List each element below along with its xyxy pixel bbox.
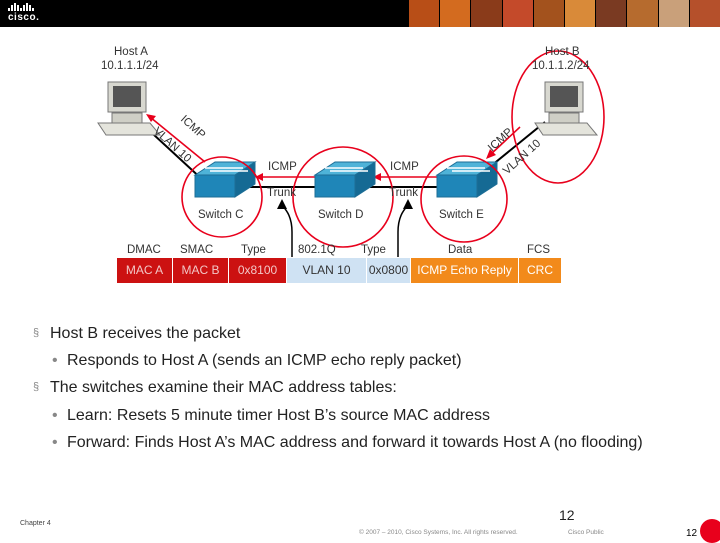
switch-d-label: Switch D [318, 209, 363, 221]
copyright-text: © 2007 – 2010, Cisco Systems, Inc. All r… [359, 529, 518, 536]
header-photo [501, 0, 533, 27]
frame-header-smac: SMAC [180, 244, 214, 256]
arrow-switch-e-to-switch-d [373, 173, 445, 181]
sub-bullet-mark: • [52, 407, 58, 424]
link-c-d-icmp-label: ICMP [268, 161, 297, 173]
sub-bullet-mark: • [52, 434, 58, 451]
header-photo [408, 0, 440, 27]
frame-cell-data: ICMP Echo Reply [411, 258, 519, 283]
bullet-mark: § [33, 381, 40, 393]
header-photo [439, 0, 471, 27]
link-a-icmp-label: ICMP [178, 113, 208, 141]
cisco-bars-icon [8, 3, 39, 11]
header-photo [470, 0, 502, 27]
header-photo-strip [408, 0, 720, 27]
frame-cell-type2: 0x0800 [367, 258, 411, 283]
network-diagram: Host A 10.1.1.1/24 Host B 10.1.1.2/24 IC… [97, 46, 605, 257]
arrow-switch-c-to-host-a [146, 114, 206, 163]
frame-header-type2: Type [361, 244, 386, 256]
link-b-vlan-label: VLAN 10 [501, 138, 543, 178]
classification-text: Cisco Public [568, 529, 604, 536]
cisco-logo: cisco. [8, 3, 39, 23]
header-photo [532, 0, 565, 27]
dot1q-pointer-line-right [397, 204, 409, 257]
link-d-e-icmp-label: ICMP [390, 161, 419, 173]
switch-c-icon [193, 161, 257, 198]
host-b-computer-icon [534, 81, 599, 136]
frame-header-type: Type [241, 244, 266, 256]
sub-bullet-text: Responds to Host A (sends an ICMP echo r… [67, 352, 462, 369]
switch-e-icon [435, 161, 499, 198]
cisco-wordmark: cisco. [8, 12, 40, 23]
header-photo [626, 0, 658, 27]
frame-cell-fcs: CRC [519, 258, 562, 283]
bullet-text: The switches examine their MAC address t… [50, 379, 397, 396]
sub-bullet-text: Forward: Finds Host A’s MAC address and … [67, 434, 643, 451]
switch-c-highlight-circle [181, 156, 263, 238]
switch-d-icon [313, 161, 377, 198]
corner-page-number: 12 [686, 528, 698, 539]
host-b-highlight-ellipse [511, 50, 605, 184]
frame-header-data: Data [448, 244, 473, 256]
ethernet-frame: MAC A MAC B 0x8100 VLAN 10 0x0800 ICMP E… [117, 258, 562, 283]
switch-e-highlight-circle [420, 155, 508, 243]
frame-cell-type: 0x8100 [229, 258, 287, 283]
frame-header-dot1q: 802.1Q [298, 244, 336, 256]
switch-e-label: Switch E [439, 209, 484, 221]
host-b-name: Host B [545, 46, 580, 58]
frame-header-fcs: FCS [527, 244, 550, 256]
host-a-computer-icon [97, 81, 162, 136]
link-d-e-trunk-label: Trunk [389, 187, 418, 199]
frame-cell-dmac: MAC A [117, 258, 173, 283]
sub-bullet-mark: • [52, 352, 58, 369]
link-c-d-trunk-label: Trunk [267, 187, 296, 199]
frame-cell-smac: MAC B [173, 258, 229, 283]
chapter-label: Chapter 4 [20, 520, 51, 527]
host-a-name: Host A [114, 46, 148, 58]
page-number: 12 [559, 507, 575, 523]
bullet-text: Host B receives the packet [50, 325, 241, 342]
header-photo [657, 0, 689, 27]
sub-bullet-text: Learn: Resets 5 minute timer Host B’s so… [67, 407, 490, 424]
host-b-ip: 10.1.1.2/24 [532, 60, 590, 72]
link-a-vlan-label: VLAN 10 [151, 125, 193, 165]
header-photo [564, 0, 596, 27]
frame-header-dmac: DMAC [127, 244, 161, 256]
switch-d-highlight-circle [292, 146, 394, 248]
switch-c-label: Switch C [198, 209, 243, 221]
corner-red-circle [700, 519, 720, 543]
dot1q-pointer-line [281, 204, 293, 257]
header-photo [688, 0, 720, 27]
header-photo [595, 0, 627, 27]
frame-cell-dot1q: VLAN 10 [287, 258, 367, 283]
host-a-ip: 10.1.1.1/24 [101, 60, 159, 72]
bullet-mark: § [33, 327, 40, 339]
arrow-host-b-to-switch-e [486, 126, 521, 159]
